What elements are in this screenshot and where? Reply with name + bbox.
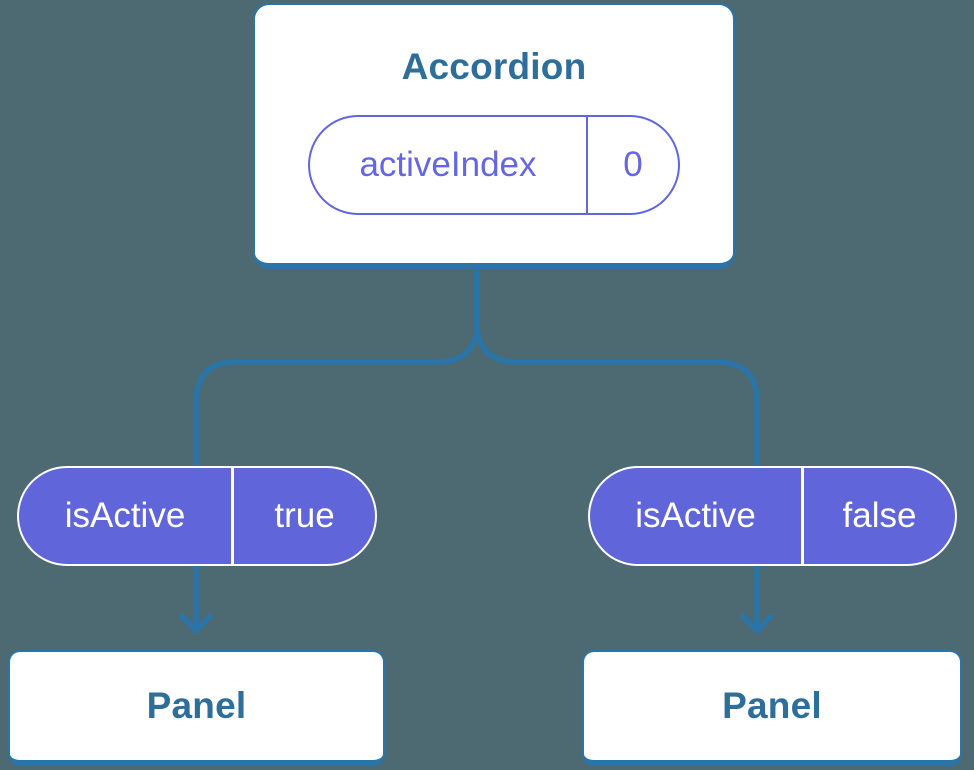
state-pill: activeIndex 0: [308, 115, 680, 216]
tree-edge-left: [193, 261, 480, 471]
panel-node-right: Panel: [582, 650, 962, 766]
prop-pill-right-name: isActive: [635, 496, 756, 535]
accordion-node-title: Accordion: [401, 46, 587, 87]
prop-pill-left-name: isActive: [64, 496, 186, 535]
accordion-node: Accordion activeIndex 0: [253, 3, 735, 269]
down-arrow-right: [740, 561, 774, 634]
state-pill-name: activeIndex: [359, 145, 537, 185]
panel-node-left-title: Panel: [146, 684, 247, 726]
panel-node-left: Panel: [8, 650, 385, 766]
prop-pill-left: isActive true: [17, 466, 377, 566]
down-arrow-left: [179, 561, 213, 634]
state-pill-value: 0: [586, 117, 678, 214]
panel-node-right-title: Panel: [722, 684, 822, 726]
prop-pill-left-value: true: [231, 468, 375, 564]
tree-edge-right: [474, 261, 760, 471]
prop-pill-right-value: false: [801, 468, 955, 564]
prop-pill-right: isActive false: [588, 466, 957, 566]
